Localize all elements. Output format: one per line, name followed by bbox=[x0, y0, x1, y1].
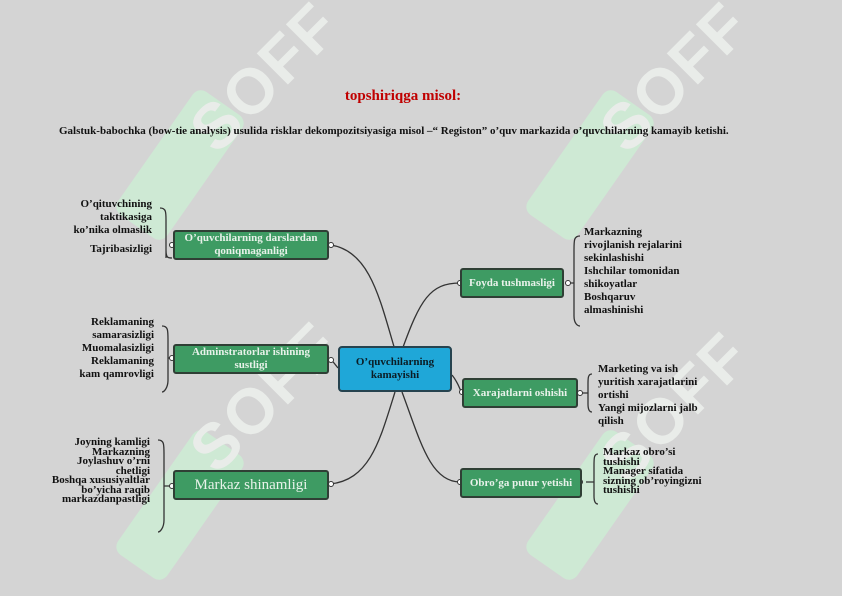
connector-line bbox=[329, 391, 396, 485]
leaf-text: Tajribasizligi bbox=[90, 243, 152, 255]
leaf-text: chetligi bbox=[115, 464, 150, 477]
leaf-text: Joylashuv o’rni bbox=[76, 455, 150, 467]
leaf-text: sekinlashishi bbox=[584, 252, 644, 264]
leaf-text: Joyning kamligi bbox=[74, 436, 151, 448]
leaf-text: Markazning bbox=[91, 445, 150, 458]
leaf-group-reputation: Markaz obro’si tushishi Manager sifatida… bbox=[603, 446, 743, 496]
leaf-group-comfort: Joyning kamligi Markazning Joylashuv o’r… bbox=[20, 436, 151, 505]
connector-line bbox=[401, 282, 461, 351]
leaf-group-expenses: Marketing va ish yuritish xarajatlarini … bbox=[598, 363, 738, 428]
right-node-reputation: Obro’ga putur yetishi bbox=[460, 468, 582, 498]
leaf-text: qilish bbox=[598, 415, 624, 427]
intro-text: Galstuk-babochka (bow-tie analysis) usul… bbox=[59, 125, 729, 137]
left-node-comfort: Markaz shinamligi bbox=[173, 470, 329, 500]
leaf-text: Ishchilar tomonidan bbox=[584, 265, 680, 277]
leaf-text: Boshqaruv bbox=[584, 291, 636, 303]
page-title: topshiriqga misol: bbox=[344, 88, 462, 104]
leaf-group-profit: Markazning rivojlanish rejalarini sekinl… bbox=[584, 226, 724, 317]
leaf-text: Manager sifatida bbox=[603, 465, 684, 477]
leaf-text: sizning ob’royingizni bbox=[603, 474, 702, 487]
brace bbox=[586, 453, 599, 505]
leaf-text: taktikasiga bbox=[100, 211, 152, 223]
leaf-text: Markazning bbox=[584, 226, 643, 238]
leaf-text: Muomalasizligi bbox=[81, 342, 154, 354]
node-label: Obro’ga putur yetishi bbox=[469, 476, 573, 489]
center-node-label: O’quvchilarning kamayishi bbox=[355, 356, 435, 381]
leaf-text: almashinishi bbox=[584, 304, 644, 316]
leaf-text: markazdanpastligi bbox=[61, 493, 150, 505]
leaf-text: yuritish xarajatlarini bbox=[598, 376, 698, 388]
leaf-text: Reklamaning bbox=[91, 355, 154, 367]
node-label: Xarajatlarni oshishi bbox=[472, 386, 568, 399]
leaf-group-administrators: Reklamaning samarasizligi Muomalasizligi… bbox=[40, 316, 154, 381]
node-label: Adminstratorlar ishining sustligi bbox=[191, 346, 311, 371]
leaf-text: rivojlanish rejalarini bbox=[584, 239, 682, 251]
node-label: Foyda tushmasligi bbox=[469, 276, 555, 289]
leaf-group-satisfaction: O’qituvchining taktikasiga ko’nika olmas… bbox=[40, 198, 152, 256]
node-label: O’quvchilarning darslardan qoniqmaganlig… bbox=[184, 232, 318, 257]
leaf-text: tushishi bbox=[603, 455, 640, 468]
leaf-text: ortishi bbox=[598, 389, 629, 401]
leaf-text: samarasizligi bbox=[92, 329, 154, 341]
left-node-administrators: Adminstratorlar ishining sustligi bbox=[173, 344, 329, 374]
node-label: Markaz shinamligi bbox=[194, 476, 308, 493]
leaf-text: Marketing va ish bbox=[598, 363, 679, 375]
leaf-text: O’qituvchining bbox=[80, 198, 152, 210]
leaf-text: bo’yicha raqib bbox=[81, 483, 150, 496]
leaf-text: Yangi mijozlarni jalb bbox=[598, 402, 698, 414]
leaf-text: Markaz obro’si bbox=[603, 446, 676, 458]
left-node-satisfaction: O’quvchilarning darslardan qoniqmaganlig… bbox=[173, 230, 329, 260]
connector-line bbox=[401, 391, 461, 483]
connector-line bbox=[329, 244, 396, 351]
leaf-text: Reklamaning bbox=[91, 316, 154, 328]
brace bbox=[159, 207, 173, 259]
brace bbox=[582, 373, 593, 413]
leaf-text: kam qamrovligi bbox=[79, 368, 154, 380]
leaf-text: Boshqa xususiyaltlar bbox=[51, 474, 150, 486]
leaf-text: shikoyatlar bbox=[584, 278, 638, 290]
center-node: O’quvchilarning kamayishi bbox=[338, 346, 452, 392]
right-node-profit: Foyda tushmasligi bbox=[460, 268, 564, 298]
right-node-expenses: Xarajatlarni oshishi bbox=[462, 378, 578, 408]
leaf-text: tushishi bbox=[603, 484, 640, 496]
leaf-text: ko’nika olmaslik bbox=[73, 224, 152, 236]
